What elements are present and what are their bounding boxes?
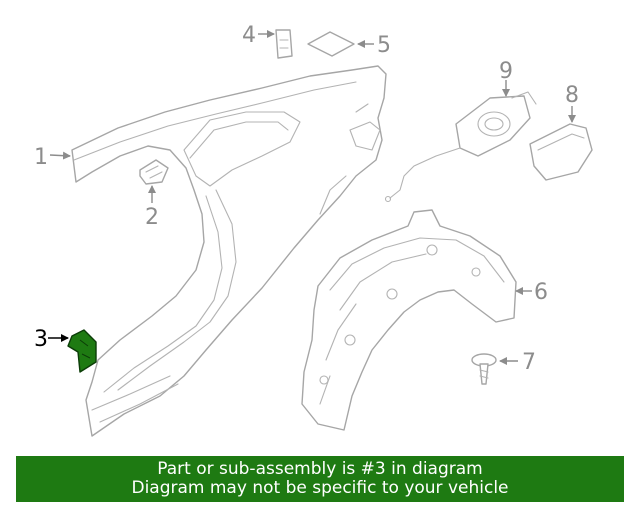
- callout-6: 6: [534, 280, 548, 305]
- banner-line-part-number: Part or sub-assembly is #3 in diagram: [157, 459, 483, 479]
- callout-1: 1: [34, 145, 48, 170]
- fuel-door-part-8: [529, 123, 593, 181]
- callout-3: 3: [34, 327, 48, 352]
- callout-4: 4: [242, 23, 256, 48]
- leader-1: [49, 151, 71, 160]
- fuel-filler-housing-part-9: [384, 91, 537, 203]
- quarter-panel-part: [71, 65, 387, 437]
- fastener-part-7: [471, 353, 497, 385]
- info-banner: Part or sub-assembly is #3 in diagram Di…: [16, 456, 624, 502]
- bracket-part-3-highlighted: [67, 329, 97, 373]
- pad-part-5: [307, 31, 355, 57]
- callout-9: 9: [499, 59, 513, 84]
- bracket-part-2: [139, 159, 169, 185]
- wheel-liner-part-6: [301, 209, 517, 431]
- callout-5: 5: [377, 33, 391, 58]
- callout-7: 7: [522, 350, 536, 375]
- clip-part-4: [275, 29, 293, 59]
- callout-8: 8: [565, 83, 579, 108]
- parts-diagram: 1 2 3 4 5 6 7 8 9: [34, 23, 593, 437]
- callout-2: 2: [145, 205, 159, 230]
- banner-line-disclaimer: Diagram may not be specific to your vehi…: [131, 478, 509, 498]
